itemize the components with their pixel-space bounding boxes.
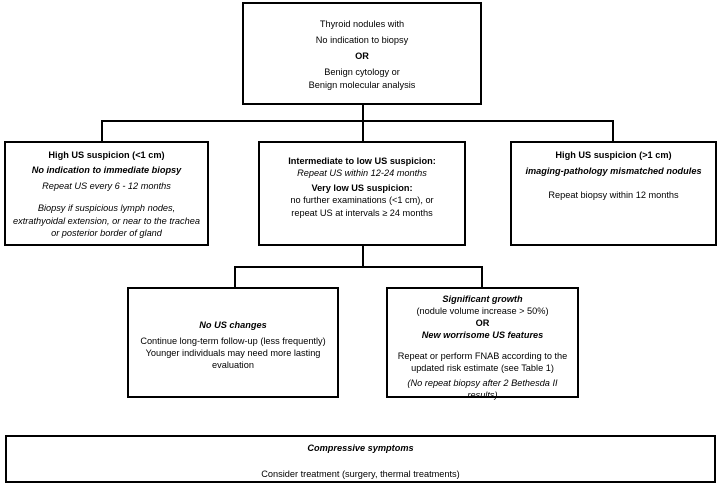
high-large-repeat: Repeat biopsy within 12 months <box>548 190 679 201</box>
initial-line-1: Thyroid nodules with <box>319 19 405 29</box>
connector-to-high-small <box>101 120 103 142</box>
growth-or: OR <box>475 318 490 329</box>
no-changes-line-2: Younger individuals may need more lastin… <box>145 348 321 371</box>
high-small-title: High US suspicion (<1 cm) <box>48 150 165 160</box>
connector-to-growth <box>481 266 483 288</box>
compressive-title: Compressive symptoms <box>307 443 414 453</box>
compressive-action: Consider treatment (surgery, thermal tre… <box>261 469 460 480</box>
connector-to-no-changes <box>234 266 236 288</box>
no-changes-line-1: Continue long-term follow-up (less frequ… <box>140 336 326 347</box>
connector-mid-down <box>362 246 364 268</box>
growth-action: Repeat or perform FNAB according to the … <box>397 350 568 373</box>
very-low-title: Very low US suspicion: <box>311 183 413 194</box>
intermediate-title: Intermediate to low US suspicion: <box>288 156 436 166</box>
intermediate-repeat: Repeat US within 12-24 months <box>297 168 427 179</box>
box-intermediate-low-suspicion: Intermediate to low US suspicion: Repeat… <box>258 141 466 246</box>
high-large-title: High US suspicion (>1 cm) <box>555 150 672 160</box>
box-high-suspicion-small: High US suspicion (<1 cm) No indication … <box>4 141 209 246</box>
initial-line-4: Benign molecular analysis <box>308 79 416 90</box>
very-low-line-2: repeat US at intervals ≥ 24 months <box>291 207 433 218</box>
initial-or: OR <box>355 51 369 62</box>
high-large-subtitle: imaging-pathology mismatched nodules <box>525 166 702 177</box>
connector-top-down <box>362 104 364 122</box>
box-compressive-symptoms: Compressive symptoms Consider treatment … <box>5 435 716 483</box>
growth-detail: (nodule volume increase > 50%) <box>416 306 549 317</box>
initial-line-3: Benign cytology or <box>324 67 400 78</box>
high-small-repeat: Repeat US every 6 - 12 months <box>42 181 171 192</box>
very-low-line-1: no further examinations (<1 cm), or <box>290 195 434 206</box>
high-small-biopsy-note: Biopsy if suspicious lymph nodes, extrat… <box>13 203 200 238</box>
high-small-subtitle: No indication to immediate biopsy <box>31 165 182 176</box>
no-changes-title: No US changes <box>199 320 267 330</box>
box-high-suspicion-large: High US suspicion (>1 cm) imaging-pathol… <box>510 141 717 246</box>
connector-to-high-large <box>612 120 614 142</box>
connector-to-intermediate <box>362 120 364 142</box>
growth-note: (No repeat biopsy after 2 Bethesda II re… <box>407 377 558 400</box>
connector-top-horizontal <box>101 120 614 122</box>
box-no-us-changes: No US changes Continue long-term follow-… <box>127 287 339 398</box>
connector-mid-horizontal <box>234 266 483 268</box>
initial-line-2: No indication to biopsy <box>315 35 409 46</box>
box-initial-nodules: Thyroid nodules with No indication to bi… <box>242 2 482 105</box>
growth-title: Significant growth <box>442 294 523 304</box>
growth-features: New worrisome US features <box>421 330 544 341</box>
box-significant-growth: Significant growth (nodule volume increa… <box>386 287 579 400</box>
